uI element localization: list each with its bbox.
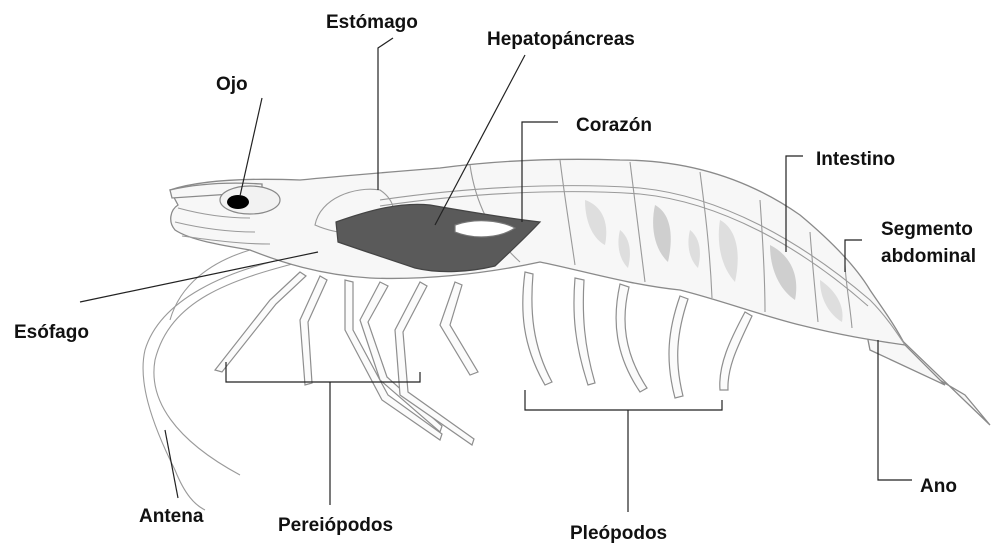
label-antena: Antena <box>139 506 204 527</box>
label-segmento-line2: abdominal <box>881 246 976 267</box>
label-esofago: Esófago <box>14 322 89 343</box>
leader-antena <box>165 430 178 498</box>
label-segmento-line1: Segmento <box>881 219 973 240</box>
label-intestino: Intestino <box>816 149 895 170</box>
leader-estomago <box>378 38 393 190</box>
label-ano: Ano <box>920 476 957 497</box>
bracket-pleopodos <box>525 390 722 410</box>
label-ojo: Ojo <box>216 74 248 95</box>
label-pereiopodos: Pereiópodos <box>278 515 393 536</box>
label-estomago: Estómago <box>326 12 418 33</box>
eye <box>220 186 280 214</box>
label-hepatopancreas: Hepatopáncreas <box>487 29 635 50</box>
label-pleopodos: Pleópodos <box>570 523 667 544</box>
label-corazon: Corazón <box>576 115 652 136</box>
pereiopods-legs <box>215 272 478 445</box>
bracket-pereiopodos <box>226 362 420 382</box>
antennae <box>143 250 300 510</box>
